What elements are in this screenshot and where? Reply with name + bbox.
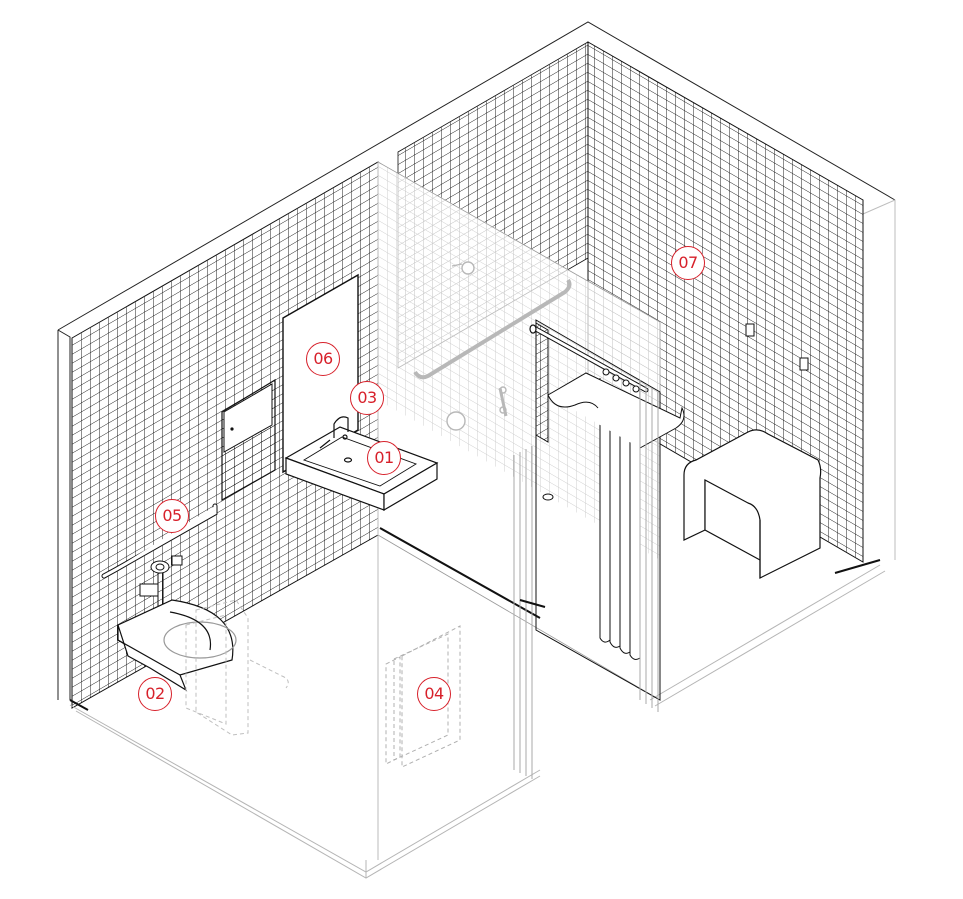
shower-bench <box>683 429 822 579</box>
shower-curtain <box>599 368 641 660</box>
partition-base <box>379 527 541 619</box>
toilet-ghost-accessories <box>185 599 289 736</box>
callout-04: 04 <box>417 677 451 711</box>
flush-valve <box>139 555 183 610</box>
callout-02: 02 <box>138 677 172 711</box>
callout-01: 01 <box>367 441 401 475</box>
callout-07: 07 <box>671 246 705 280</box>
wall-outline-ghost <box>862 199 896 560</box>
callout-05: 05 <box>155 499 189 533</box>
translucent-partition-tiles <box>378 162 660 560</box>
shower-curtain-rod <box>529 324 649 393</box>
callout-03: 03 <box>350 381 384 415</box>
floor-drain <box>542 493 554 501</box>
callout-06: 06 <box>306 342 340 376</box>
ghost-shower-fixtures <box>413 261 572 431</box>
recessed-cabinet <box>385 625 461 768</box>
floor-outline <box>69 564 886 879</box>
faucet <box>319 416 349 449</box>
wall-outline <box>57 21 896 700</box>
shower-frame <box>535 319 661 701</box>
paper-towel-dispenser <box>221 378 276 502</box>
sink <box>284 426 439 512</box>
folding-shower-seat <box>547 372 685 449</box>
shower-jambs <box>513 380 659 779</box>
soap-dishes <box>745 323 809 371</box>
